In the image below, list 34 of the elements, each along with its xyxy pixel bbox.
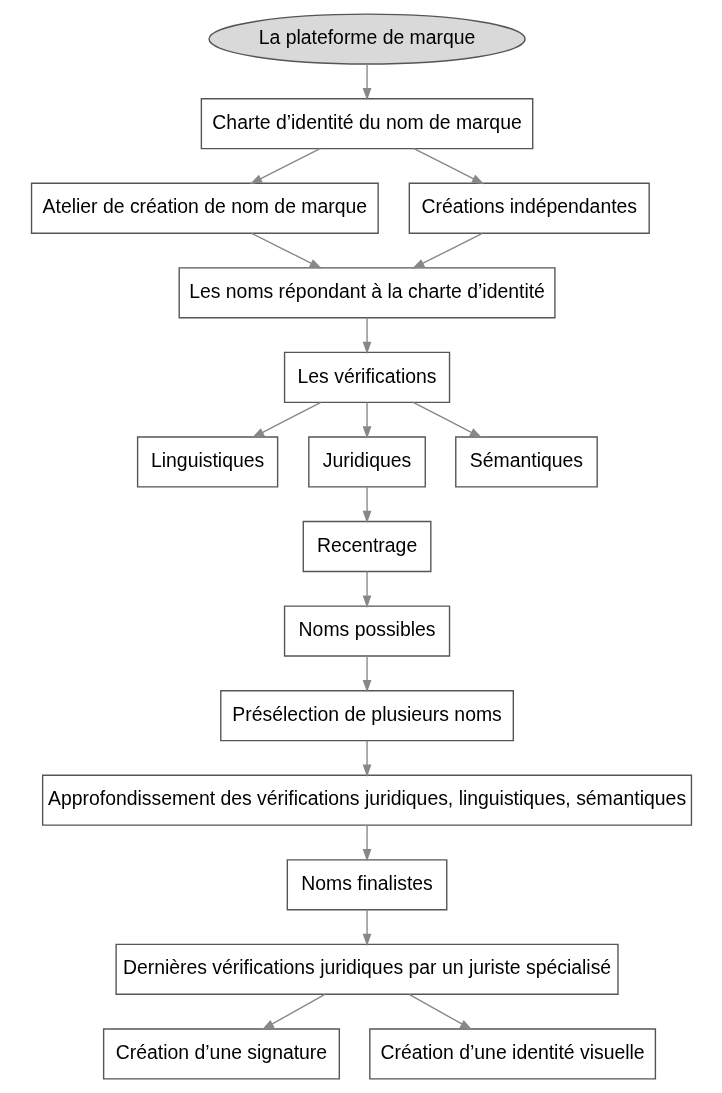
node-box: Juridiques bbox=[307, 436, 426, 488]
arrow bbox=[362, 401, 371, 439]
node-box: Charte d’identité du nom de marque bbox=[200, 98, 533, 150]
arrow bbox=[362, 570, 371, 608]
node-box: Atelier de création de nom de marque bbox=[30, 182, 379, 234]
node-box: Noms finalistes bbox=[286, 859, 447, 911]
arrow bbox=[362, 740, 371, 778]
node-box: Linguistiques bbox=[136, 436, 278, 488]
arrow bbox=[261, 993, 326, 1030]
node-box: Les vérifications bbox=[283, 351, 450, 403]
arrow bbox=[362, 317, 371, 355]
arrow bbox=[362, 655, 371, 693]
node-box: Noms possibles bbox=[283, 605, 450, 657]
node-box: Approfondissement des vérifications juridiques, linguistiques, sémantiques bbox=[41, 774, 692, 826]
node-box: Les noms répondant à la charte d’identité bbox=[178, 267, 556, 319]
arrow bbox=[250, 232, 322, 269]
arrow bbox=[411, 232, 483, 269]
node-box: Présélection de plusieurs noms bbox=[219, 690, 514, 742]
arrow bbox=[407, 993, 472, 1030]
arrow bbox=[362, 909, 371, 947]
node-box: Dernières vérifications juridiques par un juriste spécialisé bbox=[114, 943, 619, 995]
node-box: Création d’une identité visuelle bbox=[368, 1028, 656, 1080]
arrow bbox=[362, 63, 371, 101]
arrow bbox=[411, 401, 482, 438]
arrow bbox=[362, 824, 371, 862]
arrow bbox=[412, 148, 484, 185]
node-box: Créations indépendantes bbox=[408, 182, 650, 234]
node-box: Sémantiques bbox=[454, 436, 598, 488]
node-box: Recentrage bbox=[302, 520, 431, 573]
node-ellipse: La plateforme de marque bbox=[207, 13, 526, 65]
arrow bbox=[362, 486, 371, 524]
arrow bbox=[251, 401, 322, 438]
arrow bbox=[249, 148, 321, 185]
node-box: Création d’une signature bbox=[102, 1028, 340, 1080]
